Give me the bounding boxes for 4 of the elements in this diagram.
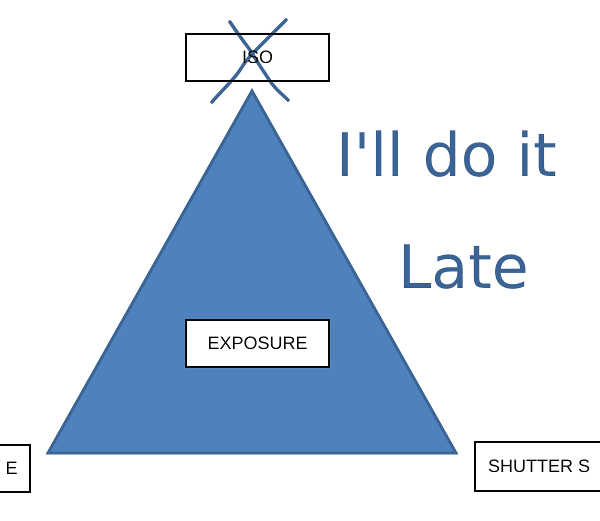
label-box: EXPOSURE (185, 319, 330, 368)
handwritten-note: I'll do it Late (336, 120, 558, 305)
label-box: SHUTTER S (474, 441, 600, 492)
label-box: E (0, 444, 31, 493)
